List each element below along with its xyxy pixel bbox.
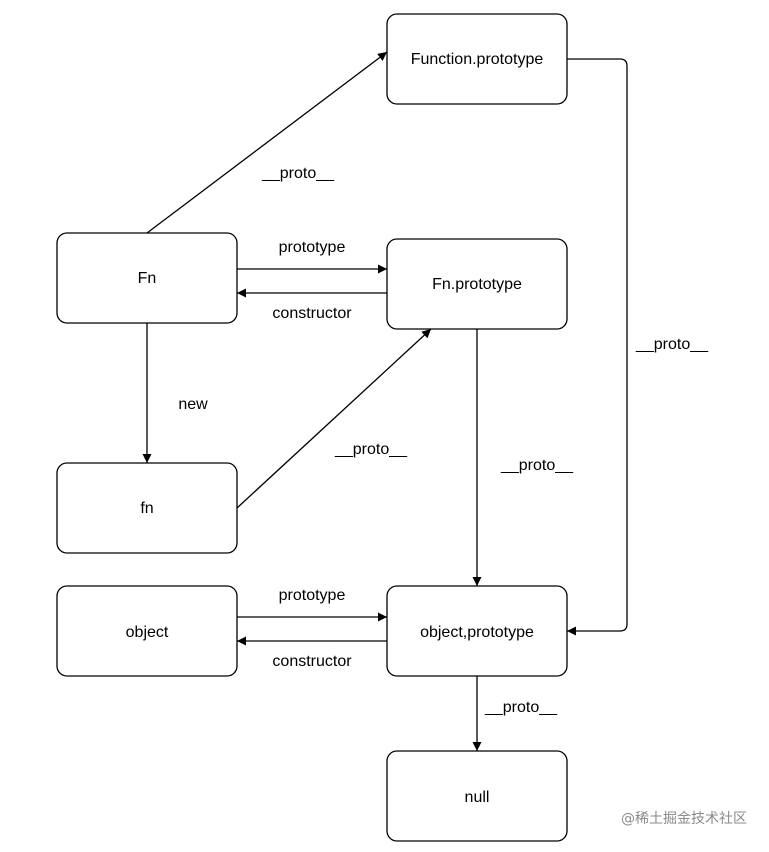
node-label-object-prototype: object,prototype [420,624,534,641]
edge-function-prototype-to-object-prototype [567,58,628,636]
edge-instance-to-fn-prototype [236,328,432,509]
node-function-prototype: Function.prototype [386,13,568,105]
node-label-fn-instance: fn [140,500,153,517]
node-label-object: object [126,624,169,641]
edge-label-function-prototype-to-object-prototype: __proto__ [635,336,709,353]
node-label-function-prototype: Function.prototype [411,51,544,68]
node-fn-constructor: Fn [56,232,238,324]
edge-label-object-prototype-to-null: __proto__ [484,699,558,716]
edge-label-fn-constructor: constructor [272,305,352,322]
node-label-null: null [465,789,490,806]
edge-label-fn-prototype-to-object-prototype: __proto__ [500,457,574,474]
node-fn-prototype: Fn.prototype [386,238,568,330]
node-label-fn-constructor: Fn [138,270,157,287]
edge-label-object-prototype: prototype [279,587,346,604]
edge-fn-to-function-prototype [146,51,388,234]
edge-label-new: new [178,396,208,413]
watermark: @稀土掘金技术社区 [621,811,747,827]
node-fn-instance: fn [56,462,238,554]
node-object-prototype: object,prototype [386,585,568,677]
node-null: null [386,750,568,842]
node-object: object [56,585,238,677]
node-label-fn-prototype: Fn.prototype [432,276,522,293]
edge-label-instance-to-fn-prototype: __proto__ [334,441,408,458]
edge-label-object-constructor: constructor [272,653,352,670]
edge-label-fn-to-function-prototype: __proto__ [261,165,335,182]
edge-label-fn-prototype: prototype [279,239,346,256]
